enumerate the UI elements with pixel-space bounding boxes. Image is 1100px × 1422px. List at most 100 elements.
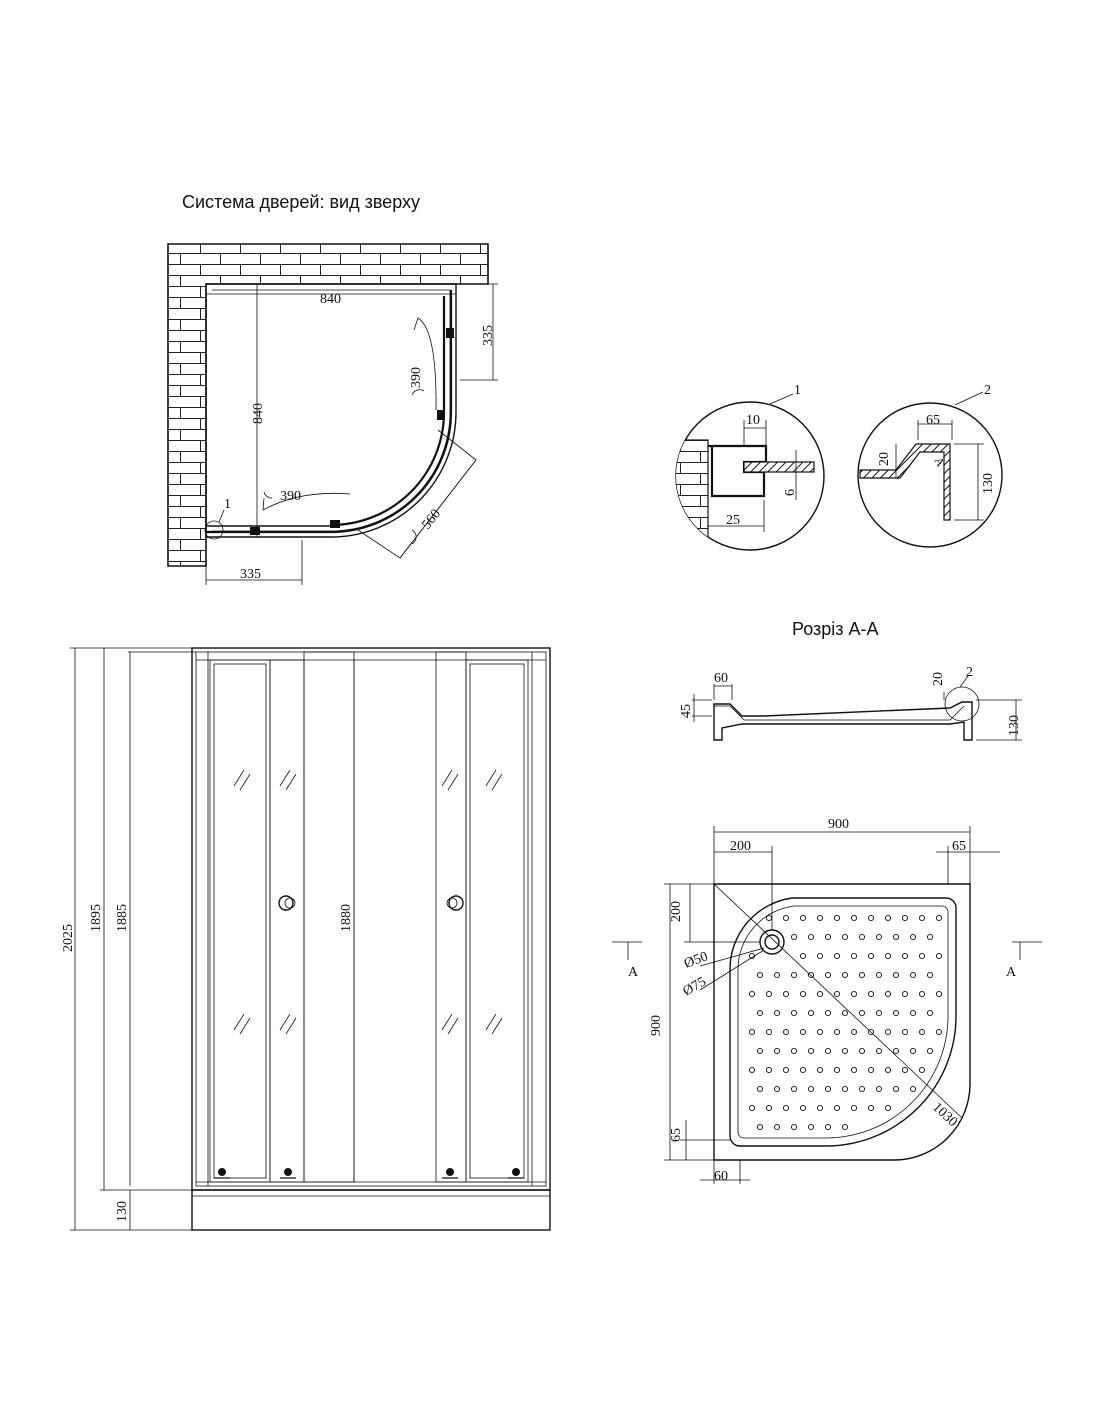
section-cut-marks (612, 941, 1042, 960)
anti-slip-dot (918, 952, 926, 960)
detail-1-wall (676, 439, 709, 550)
anti-slip-dot (892, 971, 900, 979)
roller-1 (446, 328, 454, 338)
anti-slip-dot (816, 952, 824, 960)
dim-line-335-bottom (205, 540, 303, 585)
anti-slip-dot (756, 1123, 764, 1131)
dim-line-1885 (128, 651, 196, 1186)
dim-390-door-left: 390 (280, 489, 301, 504)
anti-slip-dot (841, 971, 849, 979)
anti-slip-dot (790, 1009, 798, 1017)
tray-dim-200h (714, 846, 773, 930)
anti-slip-dot (807, 933, 815, 941)
section-aa: 60 45 20 130 2 (679, 665, 1022, 741)
anti-slip-dot (782, 1104, 790, 1112)
dim-2025-total: 2025 (61, 924, 76, 952)
anti-slip-dot (850, 1028, 858, 1036)
anti-slip-dot (790, 1123, 798, 1131)
anti-slip-dot (901, 952, 909, 960)
roller-3 (330, 520, 340, 528)
drain-inner (764, 934, 780, 950)
anti-slip-dot (867, 1028, 875, 1036)
anti-slip-dot (867, 952, 875, 960)
anti-slip-dot (901, 914, 909, 922)
tray-edge-bottom: 65 (669, 1128, 684, 1142)
anti-slip-dot (824, 1085, 832, 1093)
anti-slip-dot (748, 1028, 756, 1036)
dim-390-door-top: 390 (409, 367, 424, 388)
anti-slip-dot (799, 1104, 807, 1112)
anti-slip-dot (909, 1009, 917, 1017)
glass-reflections (233, 769, 503, 1035)
tray-dim-60 (700, 1160, 750, 1184)
detail-2-label: 2 (984, 383, 991, 398)
anti-slip-dot (841, 933, 849, 941)
detail-2: 65 20 130 A 2 (857, 383, 1003, 548)
dim-1885-glass: 1885 (115, 904, 130, 932)
section-height: 130 (1007, 715, 1022, 736)
anti-slip-dot (765, 990, 773, 998)
callout-1-leader (218, 509, 225, 523)
section-title: Розріз А-А (792, 619, 879, 639)
dim-1895-cabin: 1895 (89, 904, 104, 932)
roller-2 (437, 410, 445, 420)
tray-dim-65 (936, 846, 1000, 884)
bottom-rollers (214, 1168, 524, 1179)
anti-slip-dot (850, 990, 858, 998)
section-dim-45 (692, 694, 712, 722)
anti-slip-dot (858, 1009, 866, 1017)
tray-outline (713, 883, 971, 1161)
detail-2-profile (859, 443, 951, 521)
anti-slip-dot (909, 933, 917, 941)
door-handle-right-inner (446, 897, 458, 909)
section-callout: 2 (966, 665, 973, 680)
anti-slip-dot (884, 1104, 892, 1112)
tray-base (191, 1189, 551, 1231)
anti-slip-dot (765, 1104, 773, 1112)
tray-drain-y: 200 (669, 901, 684, 922)
detail-1-leader (769, 393, 794, 405)
detail-1-gap: 10 (746, 413, 760, 428)
anti-slip-dot (748, 990, 756, 998)
anti-slip-dot (765, 1066, 773, 1074)
anti-slip-dot (816, 1104, 824, 1112)
tray-dim-900v (664, 883, 714, 1161)
anti-slip-dot (858, 1047, 866, 1055)
anti-slip-dot (875, 933, 883, 941)
drain-diameter-75: Ø75 (681, 974, 709, 999)
section-callout-circle (944, 686, 980, 722)
anti-slip-dot (807, 1009, 815, 1017)
anti-slip-dot (858, 1085, 866, 1093)
dim-840-width: 840 (320, 292, 341, 307)
anti-slip-dot (816, 1066, 824, 1074)
tray-edge-left: 60 (714, 1169, 728, 1184)
anti-slip-dot (782, 1066, 790, 1074)
anti-slip-dot (756, 1047, 764, 1055)
anti-slip-dot (824, 1123, 832, 1131)
drain-leaders (699, 947, 765, 991)
tray-dim-65v (680, 1120, 730, 1160)
anti-slip-dot (841, 1085, 849, 1093)
section-mark-left: A (628, 965, 639, 980)
anti-slip-dots (748, 914, 943, 1131)
anti-slip-dot (824, 933, 832, 941)
section-rim: 20 (931, 672, 946, 686)
anti-slip-dot (807, 971, 815, 979)
anti-slip-dot (918, 990, 926, 998)
tray-basin-inner (737, 905, 949, 1139)
tray-diagonal (713, 883, 963, 1119)
anti-slip-dot (773, 1009, 781, 1017)
anti-slip-dot (918, 1066, 926, 1074)
anti-slip-dot (773, 971, 781, 979)
anti-slip-dot (850, 1066, 858, 1074)
front-view: 2025 1895 1885 1880 130 (61, 647, 551, 1231)
anti-slip-dot (833, 1104, 841, 1112)
detail-2-top: 65 (926, 413, 940, 428)
door-system-title: Система дверей: вид зверху (182, 192, 420, 212)
anti-slip-dot (824, 971, 832, 979)
dim-1880-door: 1880 (339, 904, 354, 932)
anti-slip-dot (918, 1028, 926, 1036)
section-depth: 45 (679, 704, 694, 718)
anti-slip-dot (816, 914, 824, 922)
anti-slip-dot (790, 1047, 798, 1055)
